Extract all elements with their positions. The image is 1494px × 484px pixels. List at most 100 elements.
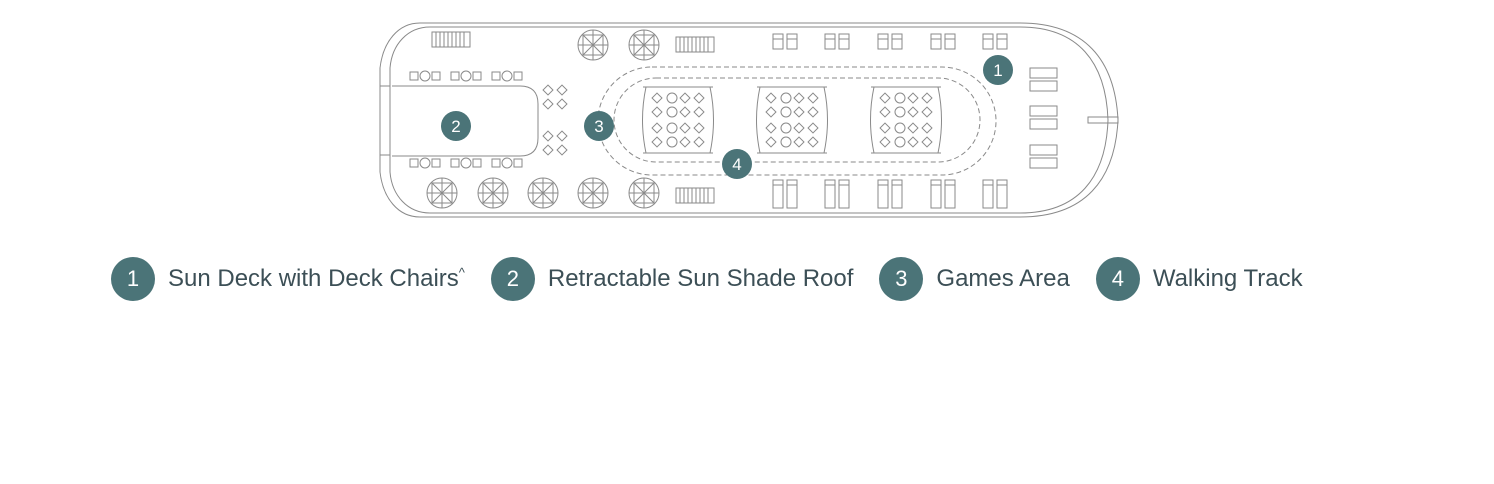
game-table-icon (870, 86, 942, 154)
chair-icon (693, 122, 705, 134)
chair-icon (542, 84, 554, 96)
table-icon (666, 92, 678, 104)
deck-chair-icon (877, 33, 903, 50)
table-icon (894, 122, 906, 134)
table-icon (450, 157, 482, 169)
table-icon (409, 157, 441, 169)
table-icon (780, 92, 792, 104)
chair-icon (921, 92, 933, 104)
chair-icon (907, 122, 919, 134)
table-icon (666, 106, 678, 118)
chair-icon (807, 92, 819, 104)
deck-chair-icon (930, 33, 956, 50)
table-icon (666, 122, 678, 134)
chair-icon (807, 136, 819, 148)
chair-icon (556, 144, 568, 156)
bow-mast (1087, 116, 1119, 124)
table-icon (491, 70, 523, 82)
deck-chair-icon (1029, 67, 1058, 92)
walking-track-inner (613, 77, 981, 163)
deck-chair-icon (772, 33, 798, 50)
deck-marker-games-area: 3 (584, 111, 614, 141)
legend-item-sun-shade-roof: 2 Retractable Sun Shade Roof (490, 257, 854, 301)
stairs-top-center (675, 36, 715, 53)
chair-icon (693, 92, 705, 104)
deck-marker-sun-deck: 1 (983, 55, 1013, 85)
game-table-icon (756, 86, 828, 154)
chair-icon (556, 130, 568, 142)
deck-chair-icon (772, 179, 798, 209)
chair-icon (679, 136, 691, 148)
table-icon (450, 70, 482, 82)
chair-icon (765, 106, 777, 118)
deck-chair-icon (982, 33, 1008, 50)
svg-text:4: 4 (732, 155, 741, 174)
chair-icon (556, 84, 568, 96)
chair-icon (907, 92, 919, 104)
chair-icon (651, 106, 663, 118)
chair-icon (542, 144, 554, 156)
game-table-icon (642, 86, 714, 154)
sun-shade-roof-outline (392, 85, 539, 157)
chair-icon (907, 136, 919, 148)
table-icon (409, 70, 441, 82)
umbrella-icon (628, 29, 660, 61)
deck-chair-icon (982, 179, 1008, 209)
deck-marker-sun-shade-roof: 2 (441, 111, 471, 141)
chair-icon (879, 136, 891, 148)
walking-track-outer (597, 66, 997, 176)
deck-marker-walking-track: 4 (722, 149, 752, 179)
umbrella-icon (577, 29, 609, 61)
table-icon (491, 157, 523, 169)
deck-chair-icon (824, 179, 850, 209)
chair-icon (765, 92, 777, 104)
chair-icon (793, 122, 805, 134)
legend-label-walking-track: Walking Track (1152, 265, 1303, 292)
chair-icon (879, 122, 891, 134)
deck-chair-icon (930, 179, 956, 209)
table-icon (894, 92, 906, 104)
chair-icon (542, 130, 554, 142)
legend-badge-3: 3 (879, 257, 924, 301)
table-icon (780, 106, 792, 118)
chair-icon (542, 98, 554, 110)
chair-icon (693, 136, 705, 148)
chair-icon (651, 122, 663, 134)
umbrella-icon (577, 177, 609, 209)
chair-icon (921, 136, 933, 148)
chair-icon (921, 122, 933, 134)
hull-outline (379, 22, 1119, 218)
chair-icon (807, 106, 819, 118)
legend-badge-1: 1 (111, 257, 155, 301)
umbrella-icon (426, 177, 458, 209)
deck-chair-icon (877, 179, 903, 209)
svg-text:2: 2 (451, 117, 460, 136)
table-icon (894, 136, 906, 148)
stairs-bottom-center (675, 187, 715, 204)
chair-icon (879, 106, 891, 118)
umbrella-icon (477, 177, 509, 209)
svg-text:1: 1 (993, 61, 1002, 80)
chair-icon (556, 98, 568, 110)
legend: 1 Sun Deck with Deck Chairs^ 2 Retractab… (111, 257, 1303, 301)
legend-badge-2: 2 (490, 257, 535, 301)
legend-label-sun-deck: Sun Deck with Deck Chairs^ (168, 265, 465, 293)
stairs-top-left (431, 31, 471, 48)
chair-icon (651, 92, 663, 104)
deck-chair-icon (1029, 105, 1058, 130)
chair-icon (793, 92, 805, 104)
hull-inner-outline (389, 26, 1109, 214)
chair-icon (765, 122, 777, 134)
umbrella-icon (628, 177, 660, 209)
chair-icon (921, 106, 933, 118)
legend-label-suffix: ^ (458, 265, 465, 280)
chair-icon (693, 106, 705, 118)
legend-label-sun-shade-roof: Retractable Sun Shade Roof (547, 265, 854, 292)
deck-chair-icon (1029, 144, 1058, 169)
table-icon (780, 136, 792, 148)
umbrella-icon (527, 177, 559, 209)
chair-icon (651, 136, 663, 148)
chair-icon (793, 106, 805, 118)
legend-label-games-area: Games Area (936, 265, 1070, 292)
chair-icon (765, 136, 777, 148)
